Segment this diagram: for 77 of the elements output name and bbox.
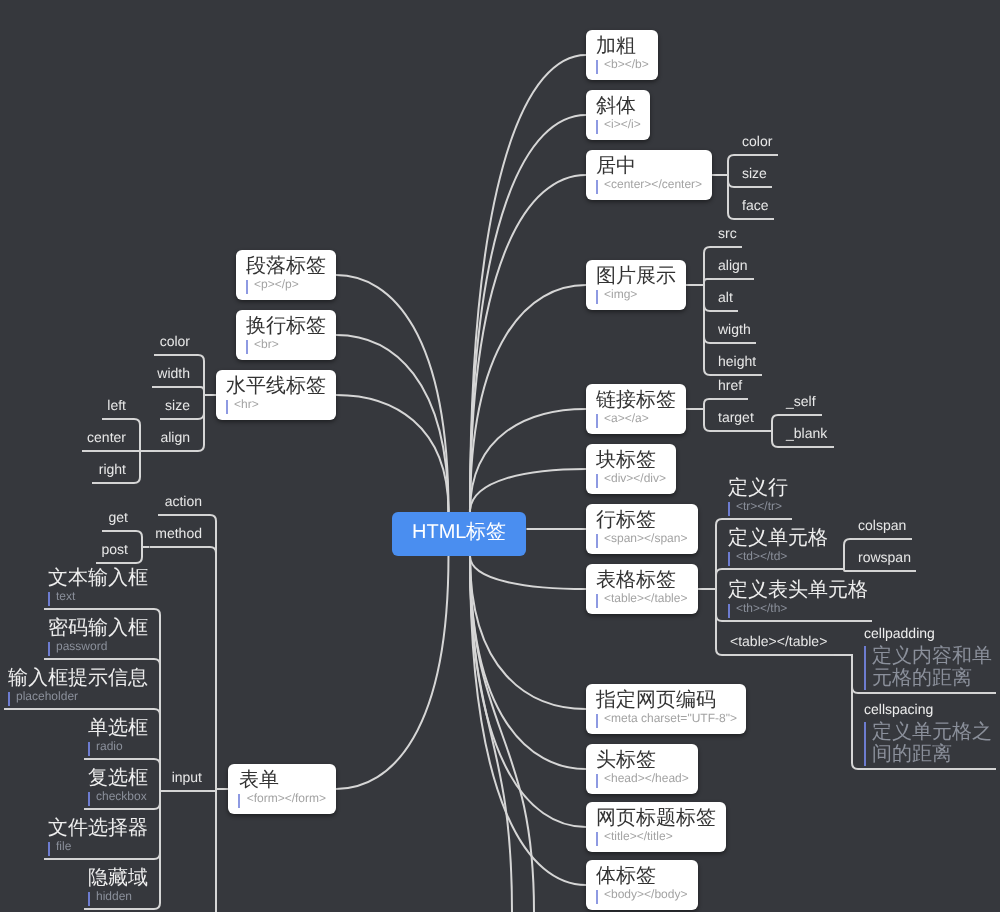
branch-line	[131, 450, 156, 484]
card-title: 链接标签	[596, 390, 676, 412]
item-title: 密码输入框	[48, 618, 148, 640]
topic-card	[586, 504, 698, 554]
topic-card	[586, 260, 686, 310]
topic-card	[586, 30, 659, 80]
branch-line	[832, 654, 861, 770]
topic-card	[586, 150, 713, 200]
item-title: 文件选择器	[48, 818, 148, 840]
underlined-item	[44, 818, 152, 860]
branch-line	[335, 394, 450, 513]
branch-line	[711, 174, 737, 220]
topic-card	[228, 764, 336, 814]
branch-line	[151, 790, 167, 910]
branch-line	[685, 408, 713, 432]
topic-card	[216, 370, 336, 420]
underlined-item	[44, 568, 152, 610]
card-title: 水平线标签	[226, 376, 326, 398]
item-title: 文本输入框	[48, 568, 148, 590]
branch-line	[525, 528, 587, 530]
underlined-item	[724, 528, 832, 570]
underlined-item	[84, 868, 152, 910]
underlined-item	[84, 768, 152, 810]
item-title: 定义表头单元格	[728, 580, 868, 602]
branch-line	[469, 468, 587, 513]
branch-line	[685, 284, 713, 376]
branch-line	[831, 568, 853, 572]
topic-card	[586, 684, 747, 734]
central-topic: HTML标签	[392, 512, 527, 556]
item-title: 复选框	[88, 768, 148, 790]
topic-card	[586, 802, 726, 852]
card-title: 段落标签	[246, 256, 326, 278]
underlined-item	[724, 580, 872, 622]
card-title: 指定网页编码	[596, 690, 716, 712]
item-title: 定义行	[728, 478, 788, 500]
card-title: 居中	[596, 156, 636, 178]
branch-line	[469, 408, 587, 513]
item-title: 单选框	[88, 718, 148, 740]
topic-card	[586, 444, 677, 494]
card-title: 网页标题标签	[596, 808, 716, 830]
item-title: 输入框提示信息	[8, 668, 148, 690]
card-title: 表单	[238, 770, 279, 792]
underlined-item	[84, 718, 152, 760]
topic-card	[586, 564, 698, 614]
card-title: 块标签	[596, 450, 656, 472]
topic-card	[586, 860, 698, 910]
topic-card	[236, 250, 336, 300]
branch-line	[696, 588, 725, 656]
card-title: 表格标签	[596, 570, 676, 592]
card-title: 换行标签	[246, 316, 326, 338]
underlined-item	[44, 618, 152, 660]
underlined-item	[860, 704, 996, 770]
topic-card	[236, 310, 336, 360]
topic-card	[586, 744, 699, 794]
branch-line	[195, 394, 217, 452]
card-title: 体标签	[596, 866, 656, 888]
card-title: 斜体	[596, 96, 636, 118]
topic-card	[586, 90, 651, 140]
card-title: 图片展示	[596, 266, 676, 288]
card-title: 行标签	[596, 510, 656, 532]
item-title: 隐藏域	[88, 868, 148, 890]
item-note: 定义单元格之间的距离	[864, 722, 992, 766]
underlined-item	[860, 628, 996, 694]
branch-line	[151, 758, 167, 792]
branch-line	[133, 546, 151, 564]
underlined-item	[724, 478, 792, 520]
branch-line	[758, 430, 781, 448]
branch-line	[215, 788, 230, 912]
branch-line	[469, 555, 535, 912]
branch-line	[469, 555, 587, 590]
item-note: 定义内容和单元格的距离	[864, 646, 992, 690]
underlined-item	[4, 668, 152, 710]
card-title: 加粗	[596, 36, 636, 58]
topic-card	[586, 384, 686, 434]
card-title: 头标签	[596, 750, 656, 772]
branch-line	[335, 555, 450, 790]
item-title: 定义单元格	[728, 528, 828, 550]
